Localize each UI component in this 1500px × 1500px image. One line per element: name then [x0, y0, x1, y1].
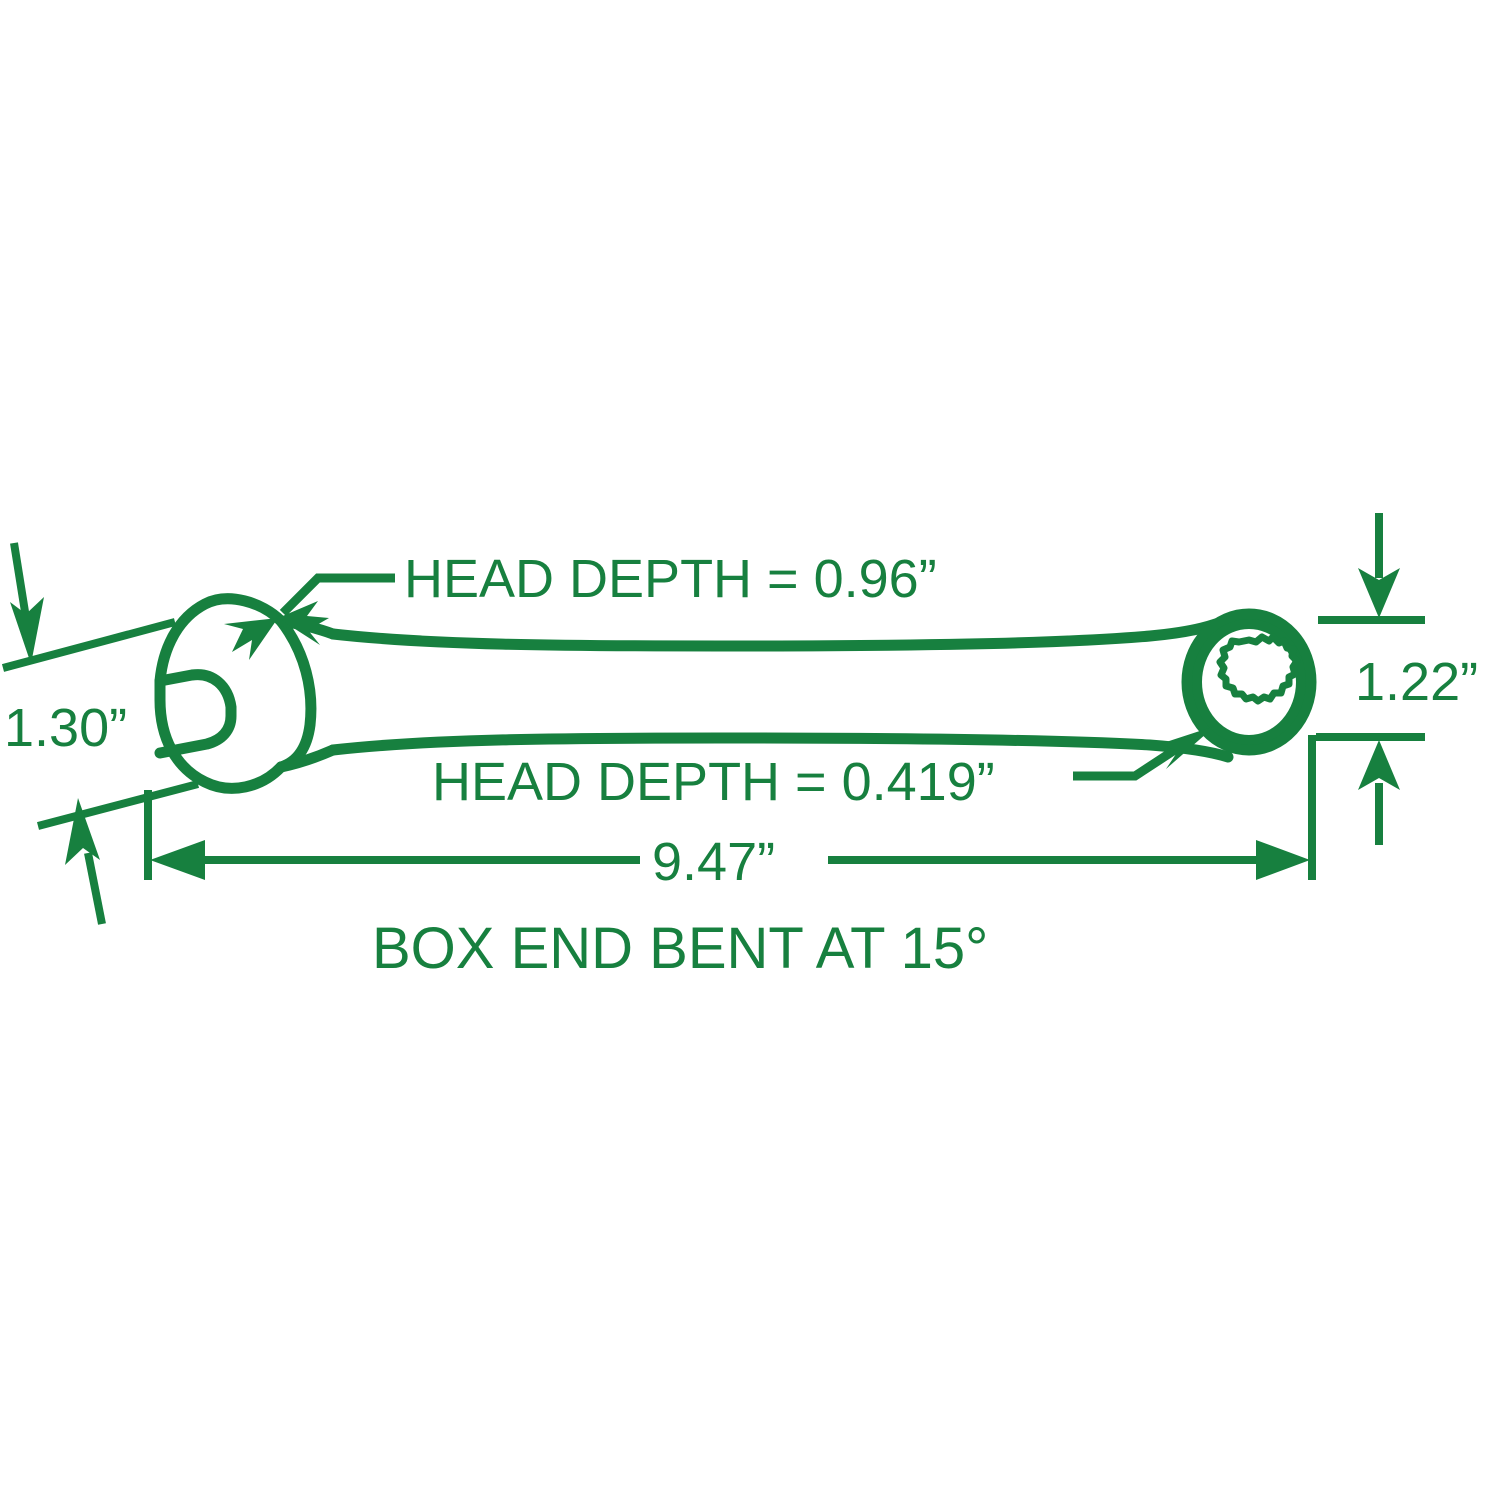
wrench-shank-lower-edge: [327, 732, 1234, 763]
arrow-up-icon: [65, 798, 100, 865]
open-head-width-dimension: [1, 542, 200, 925]
open-head-width-label: 1.30”: [4, 698, 127, 758]
wrench-body-group: [154, 593, 1317, 794]
twelve-point-teeth: [1216, 633, 1301, 705]
arrow-down-icon: [1358, 568, 1400, 618]
box-head-width-label: 1.22”: [1355, 652, 1478, 712]
head-depth-open-label: HEAD DEPTH = 0.96”: [404, 549, 937, 609]
box-head-width-dimension: [1316, 513, 1425, 845]
overall-length-label: 9.47”: [652, 832, 775, 892]
head-depth-box-leader: [1073, 726, 1215, 781]
arrow-right-icon: [1160, 726, 1215, 769]
arrow-left-icon: [224, 618, 278, 660]
arrow-left-icon: [150, 840, 205, 880]
head-depth-box-label: HEAD DEPTH = 0.419”: [432, 752, 995, 812]
box-end-ring-12-point: [1181, 608, 1317, 756]
arrow-up-icon: [1358, 740, 1400, 790]
head-depth-open-leader: [224, 573, 395, 660]
overall-length-dimension: [144, 735, 1316, 880]
bend-angle-note: BOX END BENT AT 15°: [372, 916, 988, 981]
arrow-right-icon: [1256, 840, 1310, 880]
arrow-down-icon: [10, 597, 44, 664]
wrench-shank-upper-edge: [327, 612, 1238, 652]
arrow-left-icon: [278, 601, 329, 645]
